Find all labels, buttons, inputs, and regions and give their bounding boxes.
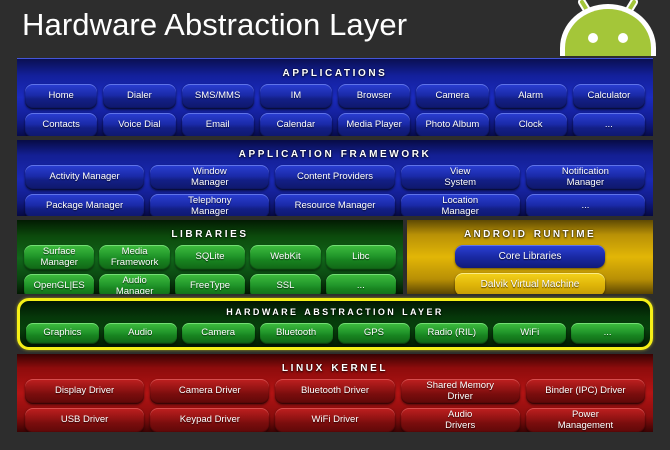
kernel-pill[interactable]: Shared Memory Driver xyxy=(400,379,520,404)
kernel-pill[interactable]: Keypad Driver xyxy=(150,408,270,432)
libraries-row-2: OpenGL|ES Audio Manager FreeType SSL ... xyxy=(17,274,403,294)
framework-row-1: Activity Manager Window Manager Content … xyxy=(17,165,653,190)
framework-pill[interactable]: Activity Manager xyxy=(25,165,145,190)
architecture-stack: Applications Home Dialer SMS/MMS IM Brow… xyxy=(17,58,653,432)
library-pill[interactable]: FreeType xyxy=(174,274,246,294)
layer-title-hardware-abstraction-layer: Hardware Abstraction Layer xyxy=(226,304,444,318)
app-pill-more[interactable]: ... xyxy=(572,113,645,136)
app-pill[interactable]: Home xyxy=(25,84,98,109)
kernel-pill[interactable]: Power Management xyxy=(525,408,646,432)
page-title: Hardware Abstraction Layer xyxy=(22,7,408,42)
hal-pill[interactable]: Radio (RIL) xyxy=(415,323,489,344)
framework-pill[interactable]: Package Manager xyxy=(25,194,145,216)
app-pill[interactable]: Calculator xyxy=(572,84,645,109)
library-pill[interactable]: Media Framework xyxy=(99,245,170,270)
dalvik-vm-pill[interactable]: Dalvik Virtual Machine xyxy=(455,273,605,294)
hal-pill[interactable]: Bluetooth xyxy=(259,323,333,344)
app-pill[interactable]: Browser xyxy=(338,84,411,109)
framework-pill[interactable]: Notification Manager xyxy=(525,165,646,190)
framework-pill[interactable]: Resource Manager xyxy=(275,194,395,216)
app-pill[interactable]: IM xyxy=(259,84,332,109)
app-pill[interactable]: SMS/MMS xyxy=(181,84,254,109)
kernel-row-2: USB Driver Keypad Driver WiFi Driver Aud… xyxy=(17,408,653,432)
layer-title-applications: Applications xyxy=(282,63,388,79)
kernel-pill[interactable]: WiFi Driver xyxy=(275,408,395,432)
layer-linux-kernel: Linux Kernel Display Driver Camera Drive… xyxy=(17,354,653,432)
library-pill[interactable]: Audio Manager xyxy=(99,274,170,294)
app-pill[interactable]: Alarm xyxy=(494,84,567,109)
app-pill[interactable]: Photo Album xyxy=(416,113,489,136)
framework-pill[interactable]: Location Manager xyxy=(400,194,520,216)
slide-title-bar: Hardware Abstraction Layer xyxy=(0,0,670,58)
library-pill[interactable]: SSL xyxy=(250,274,321,294)
app-pill[interactable]: Clock xyxy=(494,113,567,136)
library-pill[interactable]: OpenGL|ES xyxy=(24,274,95,294)
layer-libraries: Libraries Surface Manager Media Framewor… xyxy=(17,220,403,294)
app-pill[interactable]: Camera xyxy=(416,84,489,109)
app-pill[interactable]: Dialer xyxy=(103,84,176,109)
hal-pill[interactable]: WiFi xyxy=(493,323,567,344)
kernel-pill[interactable]: USB Driver xyxy=(25,408,145,432)
hal-pill-more[interactable]: ... xyxy=(571,323,644,344)
hal-pill[interactable]: Audio xyxy=(103,323,177,344)
app-pill[interactable]: Contacts xyxy=(25,113,98,136)
app-pill[interactable]: Email xyxy=(181,113,254,136)
hal-pill[interactable]: Camera xyxy=(181,323,255,344)
framework-pill[interactable]: Content Providers xyxy=(275,165,395,190)
library-pill[interactable]: SQLite xyxy=(174,245,246,270)
libraries-row-1: Surface Manager Media Framework SQLite W… xyxy=(17,245,403,270)
library-pill-more[interactable]: ... xyxy=(325,274,397,294)
kernel-row-1: Display Driver Camera Driver Bluetooth D… xyxy=(17,379,653,404)
library-pill[interactable]: WebKit xyxy=(250,245,321,270)
framework-pill[interactable]: Telephony Manager xyxy=(150,194,270,216)
kernel-pill[interactable]: Bluetooth Driver xyxy=(275,379,395,404)
layer-applications: Applications Home Dialer SMS/MMS IM Brow… xyxy=(17,58,653,136)
framework-pill[interactable]: View System xyxy=(400,165,520,190)
app-pill[interactable]: Media Player xyxy=(338,113,411,136)
app-pill[interactable]: Calendar xyxy=(259,113,332,136)
hal-row-1: Graphics Audio Camera Bluetooth GPS Radi… xyxy=(20,323,650,344)
kernel-pill[interactable]: Camera Driver xyxy=(150,379,270,404)
layer-title-android-runtime: Android Runtime xyxy=(463,224,597,240)
app-pill[interactable]: Voice Dial xyxy=(103,113,176,136)
framework-pill[interactable]: Window Manager xyxy=(150,165,270,190)
hal-pill[interactable]: Graphics xyxy=(26,323,99,344)
runtime-row-1: Core Libraries xyxy=(407,245,653,268)
android-robot-head-icon xyxy=(560,0,656,58)
layer-android-runtime: Android Runtime Core Libraries Dalvik Vi… xyxy=(407,220,653,294)
kernel-pill[interactable]: Binder (IPC) Driver xyxy=(525,379,646,404)
applications-row-2: Contacts Voice Dial Email Calendar Media… xyxy=(17,113,653,136)
library-pill[interactable]: Surface Manager xyxy=(24,245,95,270)
runtime-row-2: Dalvik Virtual Machine xyxy=(407,273,653,294)
library-pill[interactable]: Libc xyxy=(325,245,397,270)
applications-row-1: Home Dialer SMS/MMS IM Browser Camera Al… xyxy=(17,84,653,109)
kernel-pill[interactable]: Audio Drivers xyxy=(400,408,520,432)
hal-pill[interactable]: GPS xyxy=(337,323,411,344)
layer-application-framework: Application Framework Activity Manager W… xyxy=(17,140,653,216)
layer-title-application-framework: Application Framework xyxy=(238,144,432,160)
layer-hardware-abstraction-layer: Hardware Abstraction Layer Graphics Audi… xyxy=(17,298,653,350)
framework-pill-more[interactable]: ... xyxy=(525,194,646,216)
layer-title-linux-kernel: Linux Kernel xyxy=(281,358,389,374)
framework-row-2: Package Manager Telephony Manager Resour… xyxy=(17,194,653,216)
core-libraries-pill[interactable]: Core Libraries xyxy=(455,245,605,268)
layer-title-libraries: Libraries xyxy=(171,224,249,240)
kernel-pill[interactable]: Display Driver xyxy=(25,379,145,404)
